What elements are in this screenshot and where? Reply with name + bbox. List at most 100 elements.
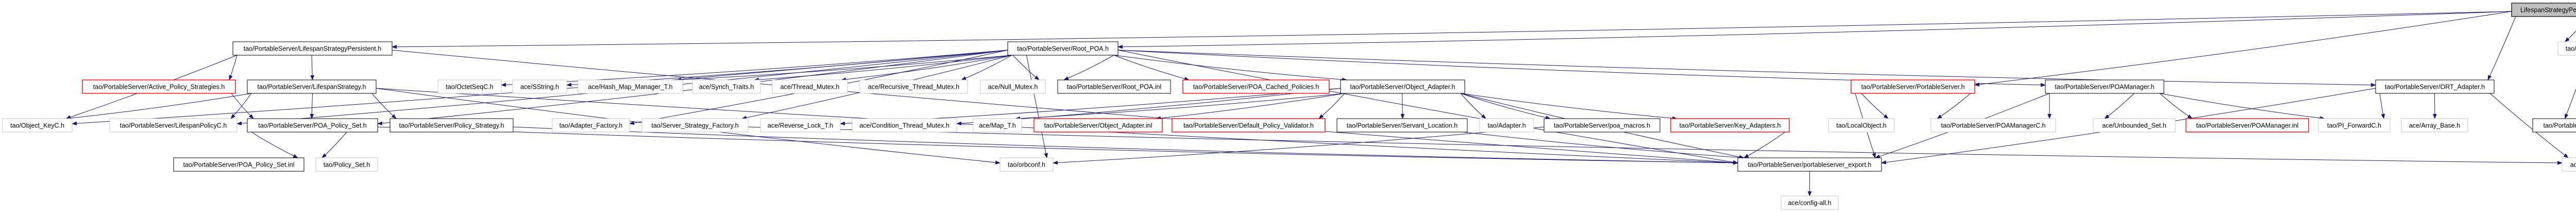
node-orb_core[interactable]: tao/ORB_Core.h [2557, 41, 2576, 56]
node-active_policy[interactable]: tao/PortableServer/Active_Policy_Strateg… [82, 79, 236, 94]
node-policy_strategy[interactable]: tao/PortableServer/Policy_Strategy.h [389, 118, 514, 133]
node-box-poamanager_inl[interactable] [2185, 118, 2309, 133]
node-poamanager_h[interactable]: tao/PortableServer/POAManager.h [2045, 79, 2164, 94]
node-box-condition_thread_mutex[interactable] [852, 118, 957, 133]
node-box-root_poa_h[interactable] [1007, 41, 1118, 56]
node-key_adapters[interactable]: tao/PortableServer/Key_Adapters.h [1670, 118, 1790, 133]
node-poamanagerc[interactable]: tao/PortableServer/POAManagerC.h [1930, 118, 2056, 133]
node-box-object_adapter_h[interactable] [1340, 79, 1465, 94]
edge-root_poa_h-synch_traits [754, 55, 1012, 82]
node-box-array_base[interactable] [2401, 118, 2468, 133]
node-octetseqc[interactable]: tao/OctetSeqC.h [437, 79, 502, 94]
node-array_base[interactable]: ace/Array_Base.h [2401, 118, 2468, 133]
node-box-map_t[interactable] [973, 118, 1022, 133]
node-sstring[interactable]: ace/SString.h [512, 79, 567, 94]
node-synch_traits[interactable]: ace/Synch_Traits.h [692, 79, 761, 94]
node-service_object[interactable]: ace/Service_Object.h [2562, 157, 2576, 172]
edge-root_poa_h-object_adapter_h [1113, 55, 1347, 82]
node-adapter_h[interactable]: tao/Adapter.h [1479, 118, 1534, 133]
node-box-poa_policy_set_inl[interactable] [173, 157, 304, 172]
node-box-object_keyc[interactable] [2, 118, 73, 133]
node-box-servant_location[interactable] [1336, 118, 1468, 133]
node-box-octetseqc[interactable] [437, 79, 502, 94]
node-root_poa_inl[interactable]: tao/PortableServer/Root_POA.inl [1057, 79, 1171, 94]
node-lifespanpolicyc[interactable]: tao/PortableServer/LifespanPolicyC.h [109, 118, 238, 133]
node-cpp[interactable]: LifespanStrategyPersistent.cpp [2511, 3, 2576, 17]
node-box-portableserver_export[interactable] [1737, 157, 1882, 172]
node-box-localobject[interactable] [1828, 118, 1895, 133]
node-condition_thread_mutex[interactable]: ace/Condition_Thread_Mutex.h [852, 118, 957, 133]
node-box-cpp[interactable] [2511, 3, 2576, 17]
node-ort_adapter[interactable]: tao/PortableServer/ORT_Adapter.h [2375, 79, 2495, 94]
node-root_poa_h[interactable]: tao/PortableServer/Root_POA.h [1007, 41, 1118, 56]
node-box-lifespanstrategypersistent_h[interactable] [232, 41, 393, 56]
node-thread_mutex[interactable]: ace/Thread_Mutex.h [772, 79, 848, 94]
node-box-hash_map[interactable] [578, 79, 683, 94]
node-box-imr_client_adapter[interactable] [2532, 118, 2576, 133]
node-box-object_adapter_inl[interactable] [1033, 118, 1163, 133]
node-localobject[interactable]: tao/LocalObject.h [1828, 118, 1895, 133]
node-box-poamanager_h[interactable] [2045, 79, 2164, 94]
node-server_strategy_factory[interactable]: tao/Server_Strategy_Factory.h [641, 118, 749, 133]
node-box-orbconf[interactable] [999, 157, 1054, 172]
node-box-sstring[interactable] [512, 79, 567, 94]
node-adapter_factory[interactable]: tao/Adapter_Factory.h [552, 118, 630, 133]
node-imr_client_adapter[interactable]: tao/PortableServer/ImR_Client_Adapter.h [2532, 118, 2576, 133]
node-box-ort_adapter[interactable] [2375, 79, 2495, 94]
node-portableserver_export[interactable]: tao/PortableServer/portableserver_export… [1737, 157, 1882, 172]
node-orbconf[interactable]: tao/orbconf.h [999, 157, 1054, 172]
node-box-default_policy_validator[interactable] [1172, 118, 1326, 133]
node-portableserver_h[interactable]: tao/PortableServer/PortableServer.h [1851, 79, 1975, 94]
node-box-root_poa_inl[interactable] [1057, 79, 1171, 94]
node-object_adapter_h[interactable]: tao/PortableServer/Object_Adapter.h [1340, 79, 1465, 94]
node-box-policy_set_h[interactable] [315, 157, 378, 172]
node-unbounded_set[interactable]: ace/Unbounded_Set.h [2093, 118, 2176, 133]
node-box-poa_macros[interactable] [1544, 118, 1660, 133]
node-poa_policy_set_inl[interactable]: tao/PortableServer/POA_Policy_Set.inl [173, 157, 304, 172]
node-box-reverse_lock[interactable] [760, 118, 841, 133]
node-object_keyc[interactable]: tao/Object_KeyC.h [2, 118, 73, 133]
node-hash_map[interactable]: ace/Hash_Map_Manager_T.h [578, 79, 683, 94]
node-box-adapter_h[interactable] [1479, 118, 1534, 133]
node-box-poa_policy_set_h[interactable] [247, 118, 378, 133]
node-policy_set_h[interactable]: tao/Policy_Set.h [315, 157, 378, 172]
node-object_adapter_inl[interactable]: tao/PortableServer/Object_Adapter.inl [1033, 118, 1163, 133]
node-null_mutex[interactable]: ace/Null_Mutex.h [980, 79, 1046, 94]
node-default_policy_validator[interactable]: tao/PortableServer/Default_Policy_Valida… [1172, 118, 1326, 133]
node-box-active_policy[interactable] [82, 79, 236, 94]
node-box-synch_traits[interactable] [692, 79, 761, 94]
node-lifespan_strategy[interactable]: tao/PortableServer/LifespanStrategy.h [247, 79, 377, 94]
node-box-service_object[interactable] [2562, 157, 2576, 172]
node-servant_location[interactable]: tao/PortableServer/Servant_Location.h [1336, 118, 1468, 133]
node-box-server_strategy_factory[interactable] [641, 118, 749, 133]
node-poa_cached[interactable]: tao/PortableServer/POA_Cached_Policies.h [1182, 79, 1330, 94]
node-poa_macros[interactable]: tao/PortableServer/poa_macros.h [1544, 118, 1660, 133]
node-map_t[interactable]: ace/Map_T.h [973, 118, 1022, 133]
edge-object_adapter_h-poa_macros [1460, 93, 1551, 120]
node-box-portableserver_h[interactable] [1851, 79, 1975, 94]
edge-poamanager_h-unbounded_set [2104, 93, 2134, 119]
node-box-pi_forwardc[interactable] [2318, 118, 2391, 133]
node-box-adapter_factory[interactable] [552, 118, 630, 133]
node-box-recursive_thread_mutex[interactable] [859, 79, 968, 94]
node-recursive_thread_mutex[interactable]: ace/Recursive_Thread_Mutex.h [859, 79, 968, 94]
node-box-key_adapters[interactable] [1670, 118, 1790, 133]
node-box-orb_core[interactable] [2557, 41, 2576, 56]
node-box-poamanagerc[interactable] [1930, 118, 2056, 133]
edge-root_poa_h-ort_adapter [1117, 50, 2376, 87]
node-pi_forwardc[interactable]: tao/PI_ForwardC.h [2318, 118, 2391, 133]
node-box-lifespanpolicyc[interactable] [109, 118, 238, 133]
node-box-lifespan_strategy[interactable] [247, 79, 377, 94]
node-box-policy_strategy[interactable] [389, 118, 514, 133]
node-reverse_lock[interactable]: ace/Reverse_Lock_T.h [760, 118, 841, 133]
node-box-poa_cached[interactable] [1182, 79, 1330, 94]
node-box-config_all[interactable] [1781, 195, 1839, 210]
node-poamanager_inl[interactable]: tao/PortableServer/POAManager.inl [2185, 118, 2309, 133]
node-box-thread_mutex[interactable] [772, 79, 848, 94]
node-poa_policy_set_h[interactable]: tao/PortableServer/POA_Policy_Set.h [247, 118, 378, 133]
node-config_all[interactable]: ace/config-all.h [1781, 195, 1839, 210]
node-lifespanstrategypersistent_h[interactable]: tao/PortableServer/LifespanStrategyPersi… [232, 41, 393, 56]
node-box-unbounded_set[interactable] [2093, 118, 2176, 133]
node-box-null_mutex[interactable] [980, 79, 1046, 94]
